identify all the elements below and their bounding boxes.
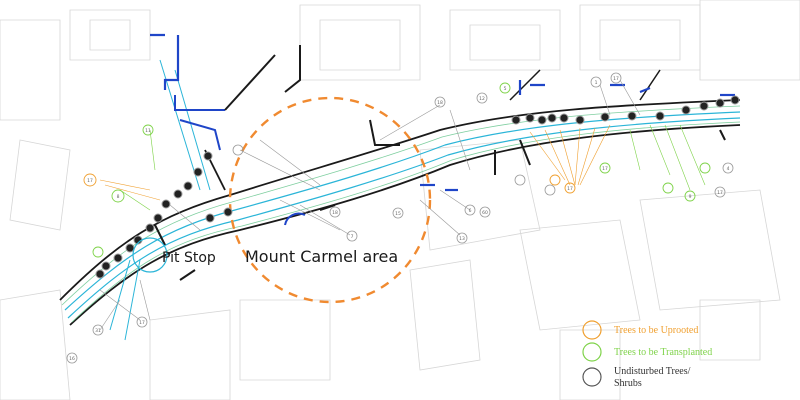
tree-markers <box>66 72 740 364</box>
tree-tag-label: 11 <box>145 128 151 134</box>
transplanted-symbol-icon <box>582 342 602 362</box>
tree-connector-lines <box>99 79 706 331</box>
legend-label-uprooted: Trees to be Uprooted <box>614 325 698 336</box>
boundary-lines <box>150 33 735 281</box>
legend-item-uprooted: Trees to be Uprooted <box>582 320 698 340</box>
tree-tag-label: 4 <box>727 166 730 172</box>
legend-label-undisturbed: Undisturbed Trees/Shrubs <box>614 366 691 389</box>
legend-label-line: Shrubs <box>614 378 642 389</box>
tree-tag-label: 17 <box>717 190 723 196</box>
tree-tag-label: 31 <box>95 328 101 334</box>
tree-number-tags: 17 8 11 18 12 6 60 13 15 7 17 31 17 17 9 17 5 4 17 1 18 16 <box>69 76 729 362</box>
tree-tag-label: 17 <box>567 186 573 192</box>
tree-tag-label: 18 <box>437 100 443 106</box>
legend-label-transplanted: Trees to be Transplanted <box>614 347 712 358</box>
tree-tag-label: 15 <box>395 211 401 217</box>
mount-carmel-label: Mount Carmel area <box>245 247 398 266</box>
tree-tag-label: 17 <box>139 320 145 326</box>
tree-tag-label: 7 <box>351 234 354 240</box>
tree-tag-label: 17 <box>613 76 619 82</box>
mount-carmel-roundabout-arc <box>284 212 306 226</box>
legend-item-undisturbed: Undisturbed Trees/Shrubs <box>582 366 691 389</box>
tree-tag-label: 6 <box>469 208 472 214</box>
tree-tag-label: 16 <box>69 356 75 362</box>
tree-tag-label: 17 <box>602 166 608 172</box>
pit-stop-roundabout <box>132 237 168 273</box>
road-corridor <box>59 59 741 341</box>
tree-tag-label: 60 <box>482 210 488 216</box>
tree-tag-label: 18 <box>332 210 338 216</box>
tree-tag-label: 8 <box>117 194 120 200</box>
legend-item-transplanted: Trees to be Transplanted <box>582 342 712 362</box>
tree-tag-label: 5 <box>504 86 507 92</box>
pit-stop-label: Pit Stop <box>162 250 216 266</box>
tree-tag-label: 12 <box>479 96 485 102</box>
tree-tag-label: 13 <box>459 236 465 242</box>
undisturbed-symbol-icon <box>582 367 602 387</box>
mount-carmel-area-ring <box>228 96 432 304</box>
tree-tag-label: 1 <box>595 80 598 86</box>
legend: Trees to be Uprooted Trees to be Transpl… <box>582 320 712 389</box>
tree-tag-label: 9 <box>689 194 692 200</box>
tree-tag-label: 17 <box>87 178 93 184</box>
uprooted-symbol-icon <box>582 320 602 340</box>
legend-label-line: Undisturbed Trees/ <box>614 366 691 377</box>
